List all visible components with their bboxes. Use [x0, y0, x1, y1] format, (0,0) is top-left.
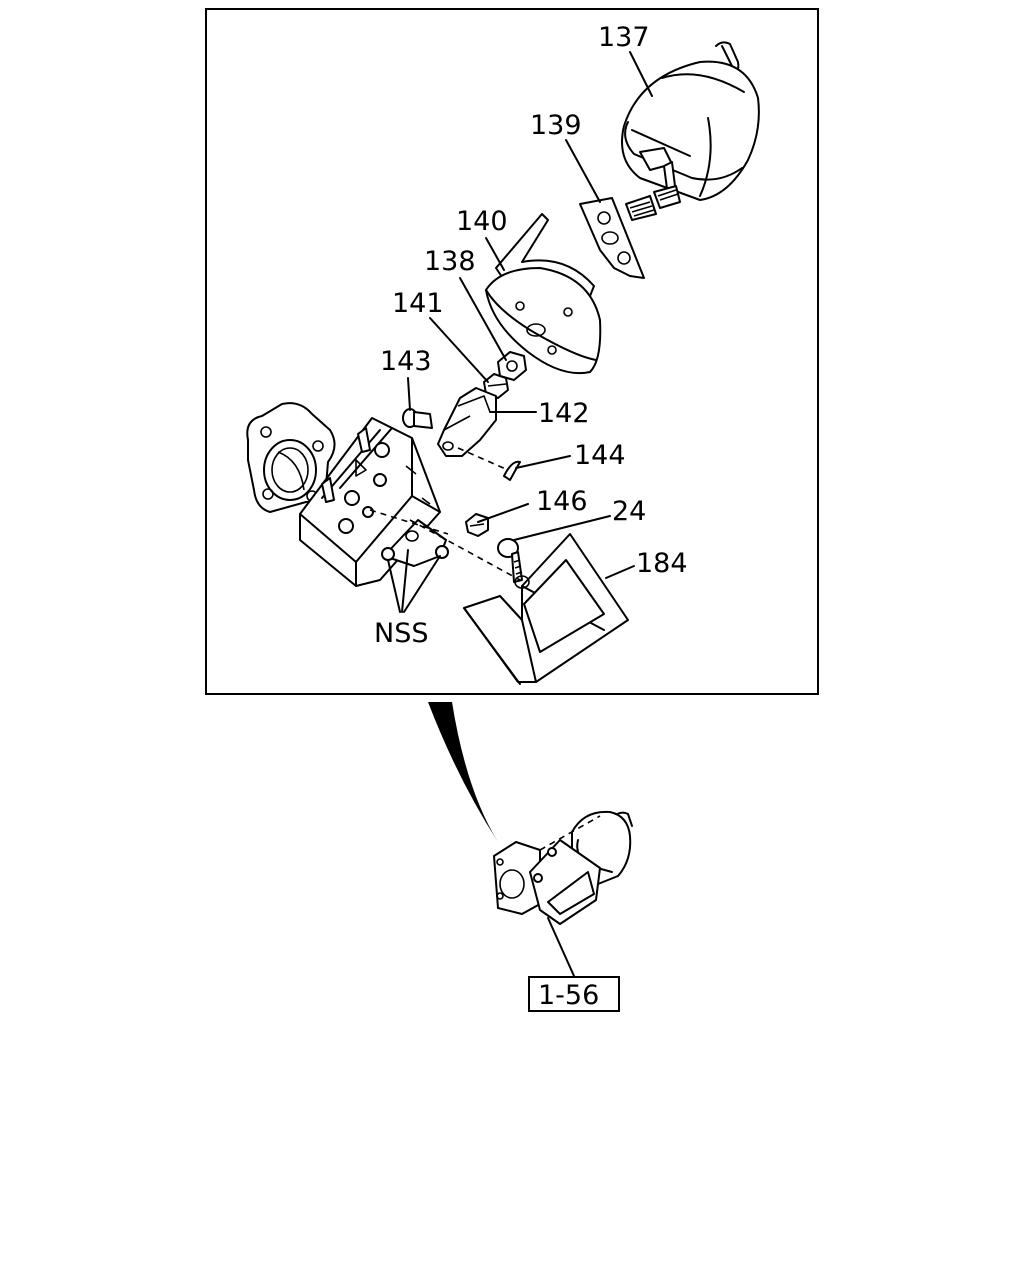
clip-24[interactable] — [497, 538, 523, 583]
callout-141: 141 — [392, 288, 444, 319]
actuator-canister[interactable] — [621, 41, 760, 221]
leader-lines — [387, 51, 653, 613]
gasket[interactable] — [579, 197, 645, 279]
locator-assembly[interactable] — [493, 810, 633, 977]
callout-labels: 137 139 140 138 141 143 142 144 146 24 1… — [374, 22, 688, 649]
locator-pointer — [428, 702, 498, 842]
callout-140: 140 — [456, 206, 508, 237]
exhaust-flange[interactable] — [246, 402, 336, 513]
bolt-143[interactable] — [402, 408, 433, 429]
nut-146[interactable] — [465, 513, 489, 537]
callout-24: 24 — [612, 496, 646, 527]
callout-139: 139 — [530, 110, 582, 141]
callout-146: 146 — [536, 486, 588, 517]
valve-block[interactable] — [299, 417, 521, 587]
heat-shield[interactable] — [463, 533, 629, 685]
rod-end-link[interactable] — [437, 387, 497, 457]
mounting-bracket[interactable] — [485, 213, 602, 375]
callout-142: 142 — [538, 398, 590, 429]
callout-137: 137 — [598, 22, 650, 53]
cotter-pin[interactable] — [457, 447, 521, 481]
callout-184: 184 — [636, 548, 688, 579]
callout-143: 143 — [380, 346, 432, 377]
callout-nss: NSS — [374, 618, 428, 649]
reference-label: 1-56 — [538, 980, 599, 1011]
callout-144: 144 — [574, 440, 626, 471]
callout-138: 138 — [424, 246, 476, 277]
detail-frame — [205, 8, 819, 695]
reference-box[interactable]: 1-56 — [528, 976, 620, 1012]
